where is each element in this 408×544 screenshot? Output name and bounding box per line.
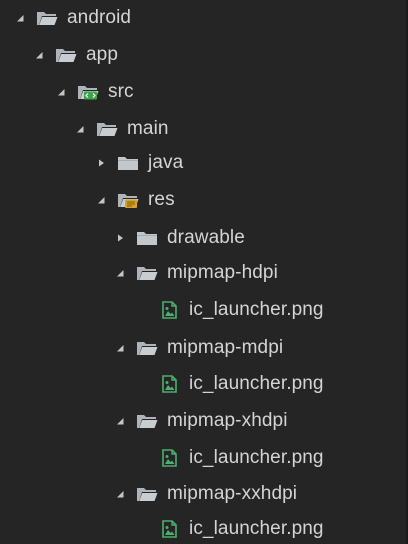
expanded-chevron-icon[interactable] xyxy=(114,342,126,354)
tree-item-label: mipmap-xxhdpi xyxy=(167,483,298,504)
tree-item-label: res xyxy=(148,189,175,210)
tree-item-label: main xyxy=(127,118,169,139)
tree-row[interactable]: java xyxy=(0,146,408,180)
expanded-chevron-icon[interactable] xyxy=(114,415,126,427)
expanded-chevron-icon[interactable] xyxy=(55,86,67,98)
tree-row[interactable]: drawable xyxy=(0,221,408,255)
tree-row[interactable]: ic_launcher.png xyxy=(0,293,408,327)
tree-item-label: ic_launcher.png xyxy=(189,447,324,468)
image-file-icon xyxy=(158,449,180,467)
tree-row[interactable]: mipmap-hdpi xyxy=(0,256,408,290)
tree-item-label: src xyxy=(108,81,134,102)
tree-row[interactable]: android xyxy=(0,1,408,35)
tree-row[interactable]: app xyxy=(0,38,408,72)
expanded-chevron-icon[interactable] xyxy=(95,194,107,206)
folder-open-icon xyxy=(55,46,77,64)
tree-row[interactable]: ic_launcher.png xyxy=(0,512,408,544)
tree-item-label: ic_launcher.png xyxy=(189,373,324,394)
tree-row[interactable]: main xyxy=(0,112,408,146)
source-folder-icon xyxy=(77,83,99,101)
folder-open-icon xyxy=(136,264,158,282)
tree-row[interactable]: mipmap-xxhdpi xyxy=(0,477,408,511)
collapsed-chevron-icon[interactable] xyxy=(95,157,107,169)
folder-closed-icon xyxy=(136,229,158,247)
tree-spacer xyxy=(136,523,148,535)
tree-row[interactable]: src xyxy=(0,75,408,109)
panel-edge-divider xyxy=(406,0,408,544)
tree-item-label: ic_launcher.png xyxy=(189,299,324,320)
image-file-icon xyxy=(158,301,180,319)
tree-row[interactable]: mipmap-xhdpi xyxy=(0,404,408,438)
tree-item-label: ic_launcher.png xyxy=(189,518,324,539)
collapsed-chevron-icon[interactable] xyxy=(114,232,126,244)
tree-item-label: mipmap-xhdpi xyxy=(167,410,288,431)
tree-item-label: java xyxy=(148,152,184,173)
folder-open-icon xyxy=(136,339,158,357)
expanded-chevron-icon[interactable] xyxy=(114,488,126,500)
expanded-chevron-icon[interactable] xyxy=(14,12,26,24)
tree-item-label: app xyxy=(86,44,119,65)
folder-open-icon xyxy=(136,485,158,503)
expanded-chevron-icon[interactable] xyxy=(74,123,86,135)
tree-spacer xyxy=(136,378,148,390)
tree-item-label: drawable xyxy=(167,227,245,248)
image-file-icon xyxy=(158,520,180,538)
tree-item-label: mipmap-hdpi xyxy=(167,262,278,283)
folder-open-icon xyxy=(136,412,158,430)
expanded-chevron-icon[interactable] xyxy=(114,267,126,279)
folder-open-icon xyxy=(96,120,118,138)
tree-item-label: android xyxy=(67,7,132,28)
resource-folder-icon xyxy=(117,191,139,209)
expanded-chevron-icon[interactable] xyxy=(33,49,45,61)
folder-open-icon xyxy=(36,9,58,27)
tree-row[interactable]: res xyxy=(0,183,408,217)
tree-spacer xyxy=(136,304,148,316)
image-file-icon xyxy=(158,375,180,393)
tree-row[interactable]: ic_launcher.png xyxy=(0,367,408,401)
tree-row[interactable]: mipmap-mdpi xyxy=(0,331,408,365)
tree-item-label: mipmap-mdpi xyxy=(167,337,284,358)
tree-row[interactable]: ic_launcher.png xyxy=(0,441,408,475)
tree-spacer xyxy=(136,452,148,464)
folder-closed-icon xyxy=(117,154,139,172)
